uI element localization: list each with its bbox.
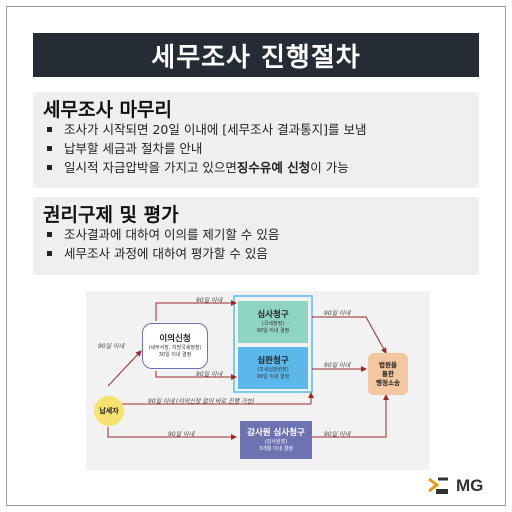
bullet-icon — [47, 146, 52, 151]
arrow-objection-review — [155, 300, 237, 321]
objection-sub2: 30일 이내 결정 — [158, 351, 192, 358]
bullet-item: 조사가 시작되면 20일 이내에 [세무조사 결과통지]를 보냄 — [47, 120, 479, 139]
label-direct: 90일 이내 (이의신청 없이 바로 진행 가능) — [148, 398, 255, 405]
trial-node: 심판청구 (조세심판원장) 90일 이내 결정 — [238, 347, 308, 389]
label-audit-lawsuit: 90일 이내 — [324, 431, 351, 438]
diagram-arrows — [107, 295, 389, 440]
bullet-icon — [47, 165, 52, 170]
procedure-diagram: 납세자 이의신청 (세무서장, 지방국세청장) 30일 이내 결정 심사청구 (… — [86, 291, 430, 470]
bullet-icon — [47, 127, 52, 132]
taxpayer-label: 납세자 — [99, 406, 119, 415]
label-review-lawsuit: 90일 이내 — [324, 310, 351, 317]
mg-logo-icon — [428, 477, 448, 494]
lawsuit-line2: 통한 — [382, 369, 394, 378]
review-sub2: 90일 이내 결정 — [256, 327, 290, 334]
label-taxpayer-objection: 90일 이내 — [98, 343, 125, 350]
highlight-frame — [233, 295, 313, 393]
logo-text: MG — [456, 476, 484, 495]
objection-sub1: (세무서장, 지방국세청장) — [148, 344, 202, 351]
label-taxpayer-audit: 90일 이내 — [168, 431, 195, 438]
review-sub1: (국세청장) — [261, 320, 285, 327]
bullet-text-tail: 이 가능 — [310, 160, 349, 175]
objection-title: 이의신청 — [159, 333, 191, 344]
page-frame — [6, 6, 506, 506]
bullet-text: 납부할 세금과 절차를 안내 — [64, 141, 203, 156]
bullet-text: 조사가 시작되면 20일 이내에 [세무조사 결과통지]를 보냄 — [64, 122, 367, 137]
arrow-audit-lawsuit — [310, 394, 389, 438]
bullet-item: 조사결과에 대하여 이의를 제기할 수 있음 — [47, 225, 479, 244]
arrow-taxpayer-audit — [107, 427, 237, 440]
trial-title: 심판청구 — [257, 355, 289, 366]
trial-sub1: (조세심판원장) — [257, 366, 289, 373]
lawsuit-node: 법원을 통한 행정소송 — [368, 353, 408, 395]
lawsuit-line3: 행정소송 — [376, 378, 400, 387]
section-heading: 세무조사 마무리 — [43, 99, 172, 121]
audit-title: 감사원 심사청구 — [247, 427, 305, 438]
bullet-icon — [47, 251, 52, 256]
arrow-objection-trial — [155, 371, 237, 380]
bullet-list: 조사가 시작되면 20일 이내에 [세무조사 결과통지]를 보냄 납부할 세금과… — [33, 120, 479, 177]
arrow-review-lawsuit — [312, 316, 387, 354]
lawsuit-line1: 법원을 — [379, 360, 397, 369]
label-objection-trial: 90일 이내 — [196, 371, 223, 378]
arrow-taxpayer-objection — [107, 350, 142, 387]
section-remedy: 권리구제 및 평가 조사결과에 대하여 이의를 제기할 수 있음 세무조사 과정… — [33, 197, 479, 275]
audit-sub2: 3개월 이내 결정 — [259, 445, 293, 452]
review-title: 심사청구 — [257, 309, 289, 320]
objection-node: 이의신청 (세무서장, 지방국세청장) 30일 이내 결정 — [142, 323, 208, 369]
bullet-list: 조사결과에 대하여 이의를 제기할 수 있음 세무조사 과정에 대하여 평가할 … — [33, 225, 479, 263]
label-trial-lawsuit: 90일 이내 — [324, 362, 351, 369]
trial-sub2: 90일 이내 결정 — [256, 373, 290, 380]
bullet-text: 세무조사 과정에 대하여 평가할 수 있음 — [64, 246, 268, 261]
bullet-icon — [47, 232, 52, 237]
taxpayer-node: 납세자 — [94, 396, 124, 426]
section-heading: 권리구제 및 평가 — [43, 204, 179, 226]
bullet-item: 세무조사 과정에 대하여 평가할 수 있음 — [47, 244, 479, 263]
bullet-bold-text: 징수유예 신청 — [236, 160, 311, 175]
audit-sub1: (감사원장) — [264, 438, 288, 445]
bullet-item: 납부할 세금과 절차를 안내 — [47, 139, 479, 158]
section-closing: 세무조사 마무리 조사가 시작되면 20일 이내에 [세무조사 결과통지]를 보… — [33, 92, 479, 188]
brand-logo: MG — [428, 474, 483, 498]
page-title: 세무조사 진행절차 — [151, 42, 361, 73]
bullet-text: 조사결과에 대하여 이의를 제기할 수 있음 — [64, 227, 280, 242]
label-objection-review: 90일 이내 — [196, 297, 223, 304]
title-bar: 세무조사 진행절차 — [33, 33, 479, 77]
bullet-text: 일시적 자금압박을 가지고 있으면 — [64, 160, 237, 175]
audit-node: 감사원 심사청구 (감사원장) 3개월 이내 결정 — [240, 421, 312, 459]
review-node: 심사청구 (국세청장) 90일 이내 결정 — [238, 301, 308, 343]
